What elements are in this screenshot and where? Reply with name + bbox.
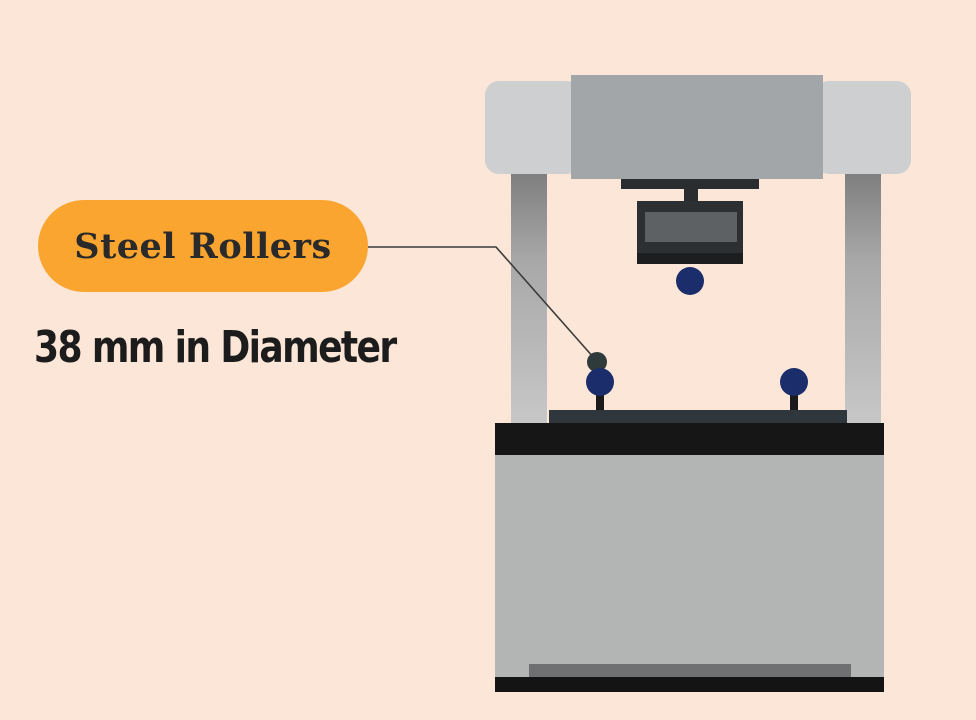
right-column — [845, 170, 881, 428]
load-head-mount — [621, 179, 759, 189]
load-head-plate — [637, 253, 743, 264]
crosshead-left-cap — [485, 81, 581, 174]
base-body — [495, 455, 884, 677]
base-bottom-shelf — [529, 664, 851, 678]
load-head-window — [645, 212, 737, 242]
crosshead-right-cap — [815, 81, 911, 174]
base-top-plate — [495, 423, 884, 455]
base-foot — [495, 677, 884, 692]
loading-roller — [676, 267, 704, 295]
load-head-stem — [684, 188, 698, 202]
right-support-roller — [780, 368, 808, 396]
support-beam — [549, 410, 847, 424]
right-roller-stand — [790, 392, 798, 412]
steel-rollers-label: Steel Rollers — [38, 200, 368, 292]
left-roller-stand — [596, 392, 604, 412]
diameter-caption: 38 mm in Diameter — [34, 322, 397, 373]
crosshead-center — [571, 75, 823, 179]
left-support-roller — [586, 368, 614, 396]
callout-leader-line — [368, 246, 595, 359]
steel-rollers-text: Steel Rollers — [74, 225, 332, 267]
callout-pointer-dot — [587, 352, 607, 372]
